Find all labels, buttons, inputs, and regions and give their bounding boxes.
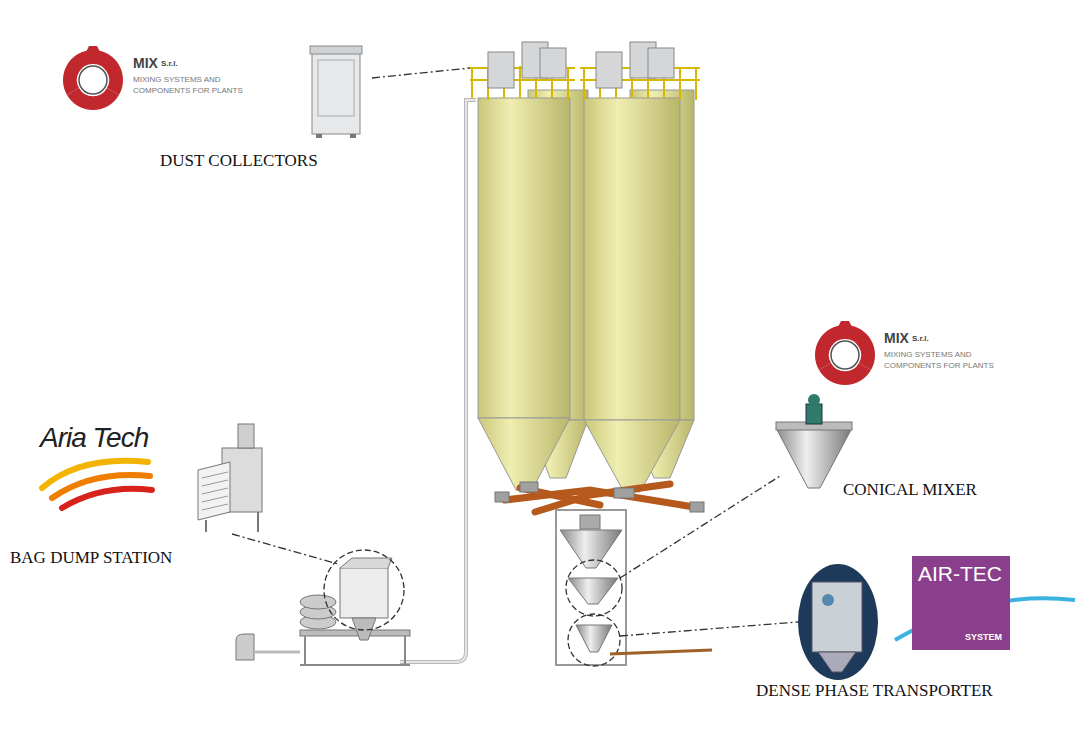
bag-dump-table-figure <box>236 550 410 665</box>
conical-mixer-figure <box>776 394 852 488</box>
logo-subtitle: SYSTEM <box>965 632 1002 642</box>
equipment-caption: DENSE PHASE TRANSPORTER <box>756 681 993 701</box>
company-tagline: MIXING SYSTEMS AND COMPONENTS FOR PLANTS <box>133 74 253 96</box>
company-name: MIX <box>133 55 158 71</box>
dense-phase-figure <box>798 564 878 680</box>
company-name: MIX <box>884 330 909 346</box>
mix-logo <box>815 321 875 385</box>
leader-line <box>372 68 470 78</box>
silo-group <box>470 42 712 666</box>
equipment-caption: BAG DUMP STATION <box>10 548 172 568</box>
bag-dump-figure <box>198 424 262 532</box>
company-name: Aria Tech <box>40 422 148 454</box>
company-suffix: S.r.l. <box>912 334 929 343</box>
leader-line <box>232 534 338 564</box>
logo-title: AIR-TEC <box>918 562 1002 586</box>
mix-logo <box>63 46 123 110</box>
dust-collector-figure <box>310 46 362 138</box>
conveying-pipe <box>400 100 476 662</box>
logo-box: AIR-TEC SYSTEM <box>912 556 1010 650</box>
leader-line <box>620 476 780 578</box>
company-tagline: MIXING SYSTEMS AND COMPONENTS FOR PLANTS <box>884 349 1004 371</box>
leader-line <box>620 622 798 636</box>
conveying-pipe <box>400 100 476 662</box>
equipment-caption: CONICAL MIXER <box>843 480 977 500</box>
company-suffix: S.r.l. <box>161 59 178 68</box>
equipment-caption: DUST COLLECTORS <box>160 151 318 171</box>
aria-tech-logo <box>42 461 152 508</box>
